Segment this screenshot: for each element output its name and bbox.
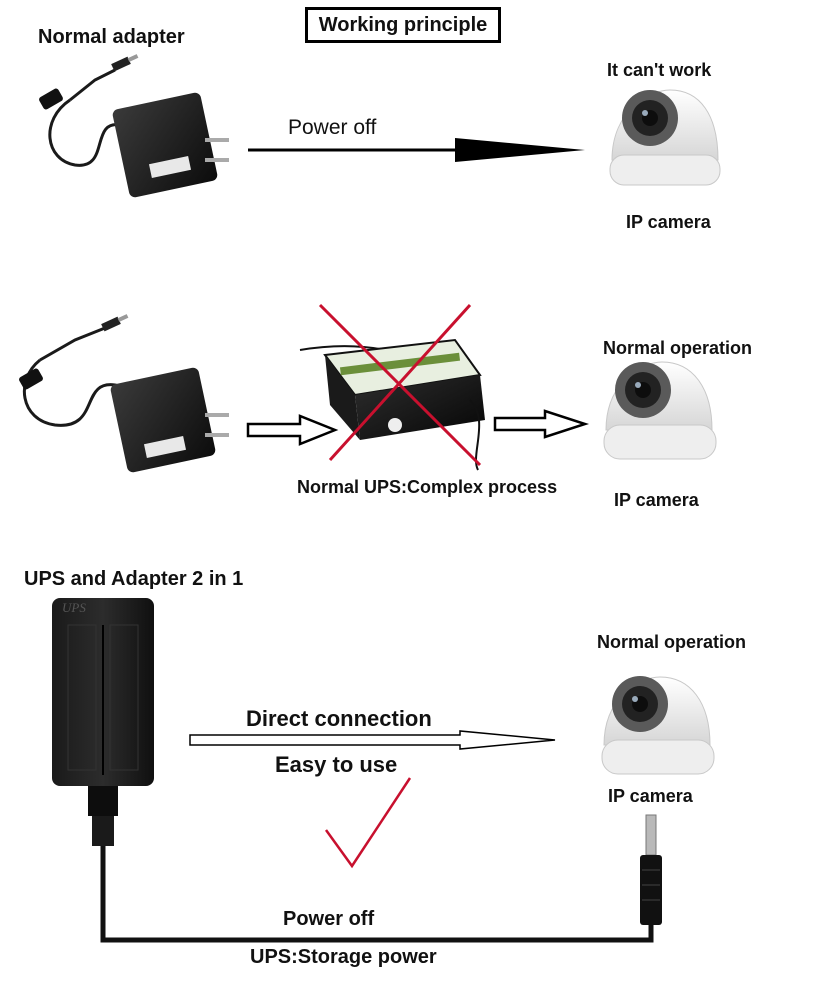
normal-ups-image — [299, 338, 485, 471]
normal-ups-caption: Normal UPS:Complex process — [297, 477, 558, 497]
diagram-title: Working principle — [318, 13, 488, 36]
storage-power-label: UPS:Storage power — [250, 946, 437, 968]
adapter-image-row1 — [39, 54, 229, 198]
check-icon — [324, 777, 412, 869]
normal-operation-label-row2: Normal operation — [603, 338, 753, 358]
red-cross-icon — [318, 303, 482, 467]
power-off-arrow — [248, 138, 585, 162]
ups-logo: UPS — [62, 600, 86, 615]
ups-adapter-image — [52, 598, 154, 846]
ip-camera-label-row1: IP camera — [626, 212, 711, 232]
cant-work-label: It can't work — [607, 60, 712, 80]
diagram-title-box: Working principle — [305, 7, 501, 43]
power-off-label-row3: Power off — [283, 908, 375, 930]
camera-image-row2 — [603, 361, 717, 460]
direct-connection-label: Direct connection — [246, 706, 432, 731]
ip-camera-label-row3: IP camera — [608, 786, 693, 806]
power-off-label-row1: Power off — [288, 116, 377, 139]
adapter-image-row2 — [19, 314, 229, 473]
ip-camera-label-row2: IP camera — [614, 490, 699, 510]
normal-operation-label-row3: Normal operation — [597, 632, 747, 652]
camera-image-row1 — [609, 89, 721, 186]
outline-arrow-to-ups — [246, 414, 339, 446]
direct-connection-arrow — [189, 730, 556, 750]
camera-image-row3 — [601, 676, 715, 775]
ups-adapter-label: UPS and Adapter 2 in 1 — [24, 568, 244, 590]
power-cable — [100, 846, 654, 943]
easy-to-use-label: Easy to use — [275, 752, 398, 777]
outline-arrow-to-camera — [493, 409, 590, 439]
dc-plug-image — [640, 814, 662, 925]
normal-adapter-label: Normal adapter — [38, 26, 185, 48]
